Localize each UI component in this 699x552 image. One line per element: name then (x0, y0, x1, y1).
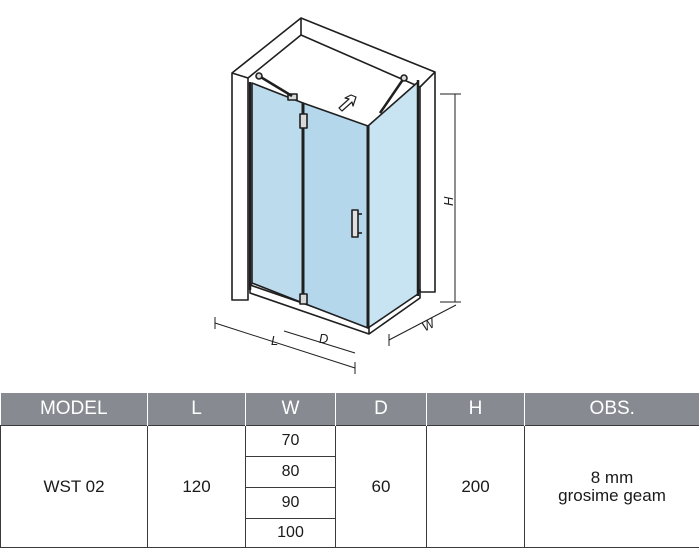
lower-hinge (299, 293, 308, 305)
dimension-l-label: L (271, 333, 278, 348)
wall-corner (231, 17, 436, 301)
dimension-h-label: H (441, 196, 456, 206)
dimension-h-line (440, 93, 461, 303)
spec-table: MODEL L W D H OBS. WST 02 120 70 60 200 … (0, 393, 699, 548)
dimension-d-line (283, 330, 356, 354)
cell-width-option: 100 (245, 518, 336, 548)
obs-line-2: grosime geam (558, 485, 666, 505)
cell-width-option: 70 (245, 425, 336, 457)
cell-width-option: 80 (245, 456, 336, 488)
cell-model: WST 02 (0, 425, 148, 548)
table-row: 100 (1, 518, 699, 548)
cell-width-option: 90 (245, 487, 336, 519)
dimension-w-label: W (419, 315, 438, 335)
cell-obs: 8 mm grosime geam (524, 425, 699, 548)
cell-depth: 60 (335, 425, 427, 548)
stabilizer-bars (258, 74, 406, 114)
header-height: H (426, 393, 525, 426)
dimension-d-label: D (319, 331, 328, 346)
header-obs: OBS. (524, 393, 699, 426)
table-header-row: MODEL L W D H OBS. (0, 393, 699, 426)
dimension-l-line (214, 317, 356, 374)
header-length: L (147, 393, 246, 426)
header-model: MODEL (0, 393, 148, 426)
header-width: W (245, 393, 336, 426)
cell-height: 200 (426, 425, 525, 548)
obs-line-1: 8 mm (590, 467, 634, 487)
opening-arrow-icon (338, 94, 357, 112)
cell-length: 120 (147, 425, 246, 548)
upper-hinge (299, 113, 308, 129)
side-glass-panel (367, 81, 419, 329)
header-depth: D (335, 393, 427, 426)
fixed-glass-panel (251, 82, 304, 304)
dimension-w-line (388, 304, 457, 346)
door-handle (351, 209, 362, 238)
table-row: 80 (1, 456, 699, 488)
table-row: WST 02 120 70 60 200 8 mm grosime geam (0, 425, 699, 548)
shower-enclosure-drawing: L D W H (214, 17, 461, 374)
